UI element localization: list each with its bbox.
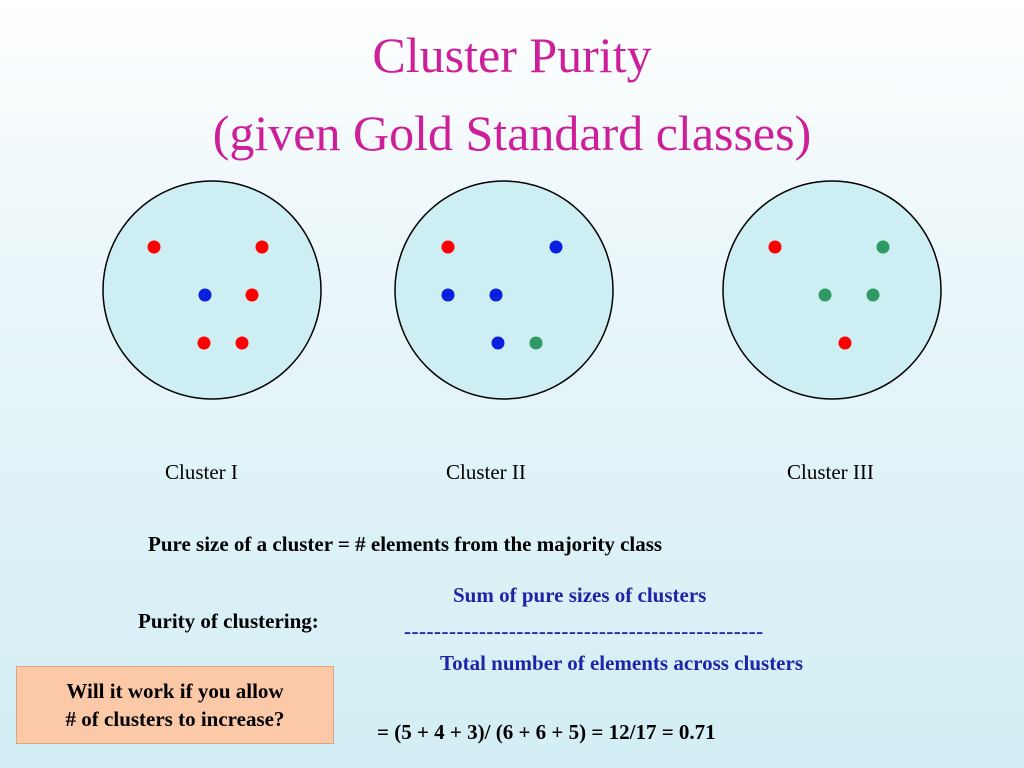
purity-result: = (5 + 4 + 3)/ (6 + 6 + 5) = 12/17 = 0.7… bbox=[377, 720, 716, 744]
cluster-2-point-red bbox=[441, 240, 455, 254]
cluster-2-point-green bbox=[529, 336, 543, 350]
cluster-1-point-red bbox=[235, 336, 249, 350]
points-layer bbox=[147, 240, 890, 350]
cluster-3-label: Cluster III bbox=[787, 460, 874, 484]
pure-size-definition: Pure size of a cluster = # elements from… bbox=[148, 532, 663, 556]
cluster-1-label: Cluster I bbox=[165, 460, 238, 484]
cluster-2-point-blue bbox=[441, 288, 455, 302]
cluster-1-circle bbox=[102, 180, 322, 400]
slide-title: Cluster Purity bbox=[372, 27, 652, 83]
purity-denominator: Total number of elements across clusters bbox=[440, 651, 803, 675]
cluster-2-point-blue bbox=[489, 288, 503, 302]
purity-label: Purity of clustering: bbox=[138, 609, 319, 633]
cluster-1-point-red bbox=[197, 336, 211, 350]
cluster-3-circle bbox=[722, 180, 942, 400]
cluster-3-point-green bbox=[876, 240, 890, 254]
cluster-1-point-blue bbox=[198, 288, 212, 302]
purity-numerator: Sum of pure sizes of clusters bbox=[453, 583, 707, 607]
cluster-3-point-red bbox=[768, 240, 782, 254]
cluster-3-point-red bbox=[838, 336, 852, 350]
cluster-2-label: Cluster II bbox=[446, 460, 526, 484]
cluster-2-point-blue bbox=[491, 336, 505, 350]
question-callout: Will it work if you allow # of clusters … bbox=[16, 666, 334, 744]
fraction-bar: ----------------------------------------… bbox=[404, 619, 764, 643]
callout-line-2: # of clusters to increase? bbox=[65, 707, 285, 731]
slide-subtitle: (given Gold Standard classes) bbox=[212, 105, 812, 161]
cluster-3-point-green bbox=[866, 288, 880, 302]
cluster-1-point-red bbox=[245, 288, 259, 302]
cluster-2-point-blue bbox=[549, 240, 563, 254]
cluster-3-point-green bbox=[818, 288, 832, 302]
cluster-1-point-red bbox=[255, 240, 269, 254]
cluster-1-point-red bbox=[147, 240, 161, 254]
callout-line-1: Will it work if you allow bbox=[66, 679, 284, 703]
cluster-2-circle bbox=[394, 180, 614, 400]
